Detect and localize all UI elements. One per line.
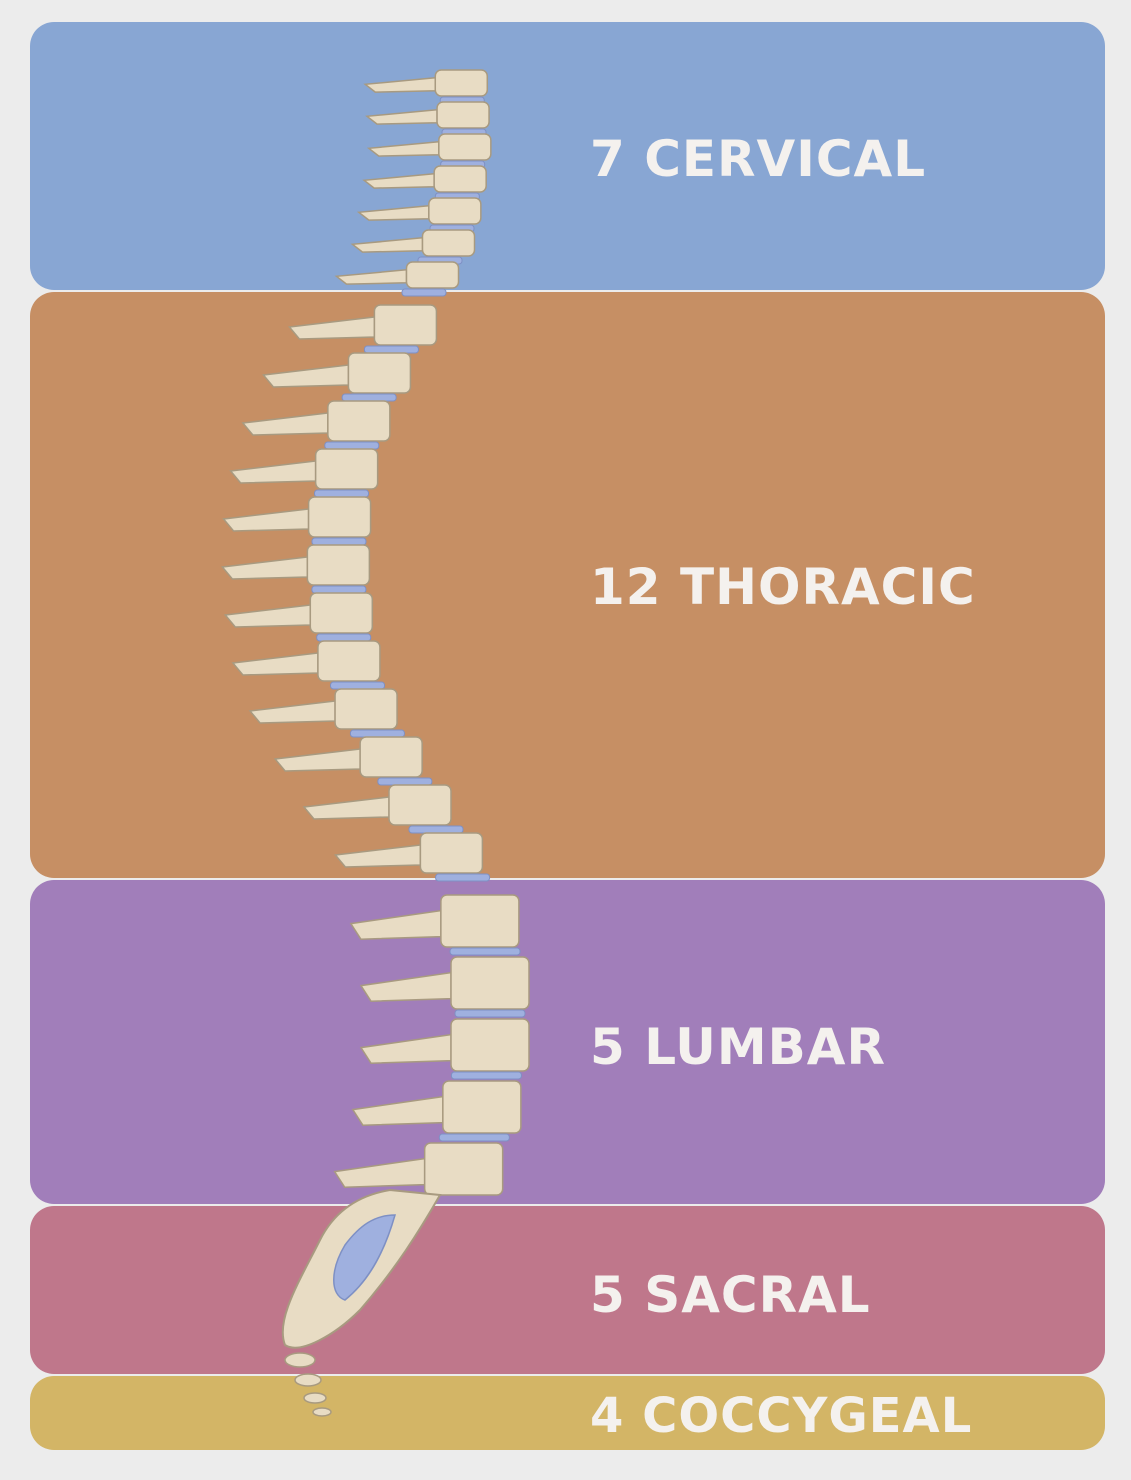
intervertebral-disc — [330, 681, 385, 690]
intervertebral-disc — [449, 947, 521, 956]
vertebral-body — [309, 592, 374, 634]
intervertebral-disc — [450, 1071, 522, 1080]
vertebral-body — [334, 688, 398, 730]
intervertebral-disc — [314, 489, 369, 498]
spinous-process — [351, 1095, 444, 1126]
vertebral-body — [405, 261, 460, 289]
vertebral-body — [307, 496, 372, 538]
coccyx-segment — [294, 1373, 322, 1387]
cervical-region-band: 7 CERVICAL — [30, 22, 1105, 290]
spinous-process — [349, 909, 442, 940]
sacral-canal — [333, 1214, 396, 1301]
vertebral-body — [306, 544, 371, 586]
vertebral-body — [419, 832, 484, 874]
spinous-process — [356, 204, 430, 221]
vertebral-body — [438, 133, 492, 161]
spinous-process — [363, 76, 437, 93]
intervertebral-disc — [438, 1133, 510, 1142]
intervertebral-disc — [408, 825, 464, 834]
intervertebral-disc — [349, 729, 405, 738]
spinous-process — [220, 556, 309, 580]
spinous-process — [366, 140, 440, 157]
coccygeal-region-band: 4 COCCYGEAL — [30, 1376, 1105, 1450]
vertebral-body — [359, 736, 423, 778]
coccygeal-label: 4 COCCYGEAL — [590, 1388, 973, 1444]
vertebral-body — [442, 1080, 522, 1134]
vertebral-body — [428, 197, 482, 225]
intervertebral-disc — [316, 633, 372, 642]
spinous-process — [261, 364, 350, 388]
spinous-process — [222, 508, 310, 532]
coccyx-segment — [312, 1407, 332, 1417]
vertebral-body — [450, 956, 530, 1010]
intervertebral-disc — [341, 393, 397, 402]
vertebral-body — [433, 165, 487, 193]
spinous-process — [273, 748, 361, 772]
spinous-process — [241, 412, 329, 436]
intervertebral-disc — [311, 537, 367, 546]
spinous-process — [248, 700, 336, 724]
spinous-process — [229, 460, 317, 484]
vertebral-body — [388, 784, 452, 826]
vertebral-body — [327, 400, 391, 442]
intervertebral-disc — [363, 345, 419, 354]
spinous-process — [287, 316, 376, 340]
spinous-process — [362, 172, 435, 189]
vertebral-body — [347, 352, 412, 394]
intervertebral-disc — [324, 441, 380, 450]
vertebral-body — [434, 69, 489, 97]
coccyx-segment — [303, 1392, 327, 1404]
thoracic-label: 12 THORACIC — [590, 558, 976, 616]
intervertebral-disc — [311, 585, 367, 594]
spinous-process — [365, 108, 438, 125]
lumbar-region-band: 5 LUMBAR — [30, 880, 1105, 1204]
sacral-label: 5 SACRAL — [590, 1266, 871, 1324]
intervertebral-disc — [435, 873, 491, 882]
vertebral-body — [317, 640, 381, 682]
spinous-process — [223, 604, 312, 628]
vertebral-body — [423, 1142, 504, 1196]
vertebral-body — [421, 229, 476, 257]
spinous-process — [302, 796, 390, 820]
spinous-process — [334, 268, 408, 285]
vertebral-body — [373, 304, 438, 346]
coccyx-segment — [284, 1352, 316, 1368]
cervical-label: 7 CERVICAL — [590, 130, 927, 188]
lumbar-label: 5 LUMBAR — [590, 1018, 886, 1076]
spinous-process — [333, 1157, 426, 1188]
sacral-region-band: 5 SACRAL — [30, 1206, 1105, 1374]
thoracic-region-band: 12 THORACIC — [30, 292, 1105, 878]
vertebral-body — [450, 1018, 530, 1072]
intervertebral-disc — [401, 288, 447, 297]
spinous-process — [333, 844, 422, 868]
vertebral-body — [440, 894, 520, 948]
intervertebral-disc — [454, 1009, 526, 1018]
spinous-process — [231, 652, 319, 676]
spinous-process — [359, 971, 452, 1002]
spinous-process — [359, 1033, 452, 1064]
spinous-process — [350, 236, 424, 253]
intervertebral-disc — [377, 777, 433, 786]
vertebral-body — [436, 101, 490, 129]
vertebral-body — [314, 448, 379, 490]
